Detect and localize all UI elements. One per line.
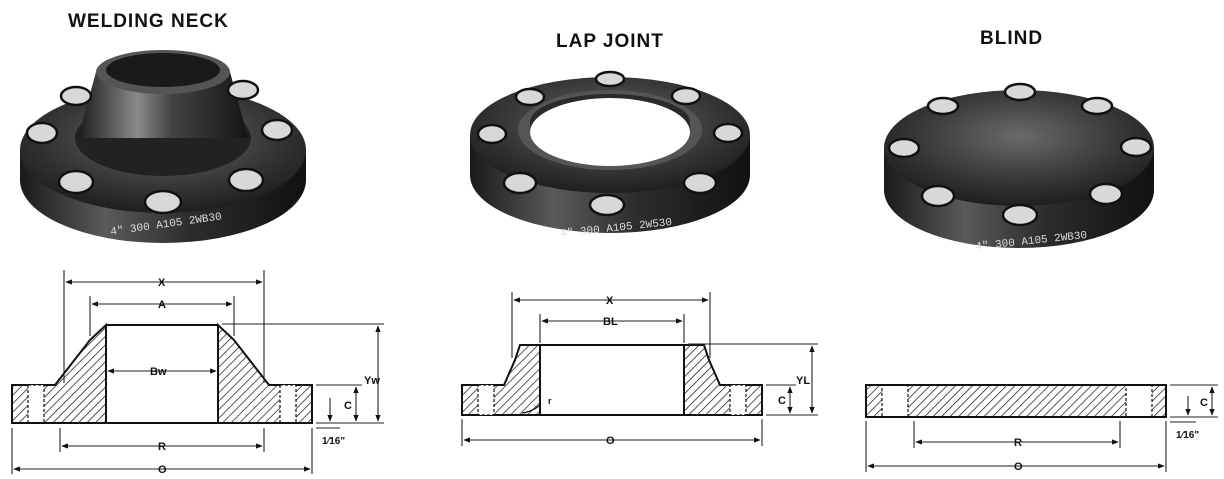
title-blind: BLIND — [980, 28, 1043, 49]
bl-label-c: C — [1200, 397, 1208, 409]
welding-neck-section — [11, 270, 384, 474]
wn-label-bw: Bw — [150, 366, 167, 378]
lj-label-bl: BL — [603, 316, 618, 328]
title-lap-joint: LAP JOINT — [556, 31, 664, 52]
wn-label-r: R — [158, 441, 166, 453]
wn-label-o: O — [158, 464, 167, 476]
wn-label-x: X — [158, 277, 166, 289]
lap-joint-section — [461, 292, 818, 446]
title-welding-neck: WELDING NECK — [68, 11, 229, 32]
blind-section — [865, 384, 1218, 472]
wn-label-sixteenth: 1⁄16" — [322, 436, 345, 447]
lj-label-yl: YL — [796, 375, 810, 387]
blind-photo: 4" 300 A105 2WB30 — [884, 82, 1154, 254]
lj-label-r: r — [548, 396, 552, 406]
lj-label-c: C — [778, 395, 786, 407]
bl-label-o: O — [1014, 461, 1023, 473]
welding-neck-labels: X A Bw R O Yw C 1⁄16" — [150, 277, 380, 476]
welding-neck-photo: 4" 300 A105 2WB30 — [20, 50, 306, 243]
wn-label-a: A — [158, 299, 166, 311]
lj-label-x: X — [606, 295, 614, 307]
wn-label-c: C — [344, 400, 352, 412]
blind-labels: R O C 1⁄16" — [1014, 397, 1208, 473]
bl-label-sixteenth: 1⁄16" — [1176, 430, 1199, 441]
bl-label-r: R — [1014, 437, 1022, 449]
lap-joint-labels: X BL O YL C r — [548, 295, 810, 447]
wn-label-yw: Yw — [364, 375, 380, 387]
lj-label-o: O — [606, 435, 615, 447]
lap-joint-photo: 4" 300 A105 2W530 — [470, 70, 750, 241]
